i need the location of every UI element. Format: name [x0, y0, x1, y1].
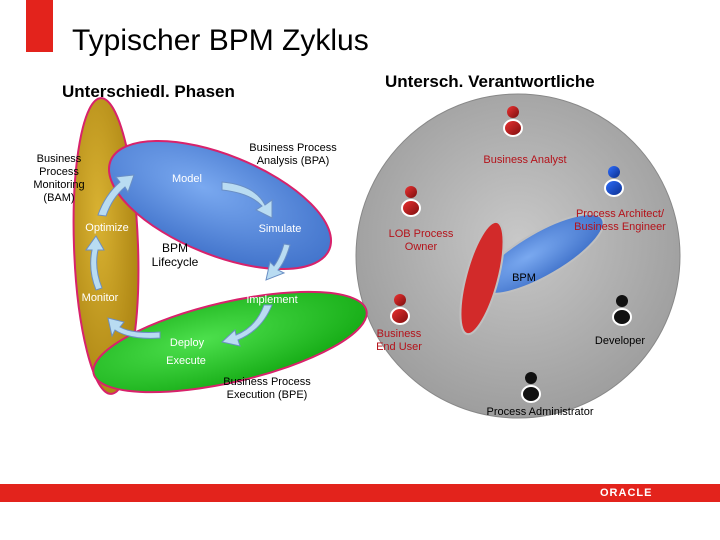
page-title: Typischer BPM Zyklus [72, 24, 369, 57]
arrow-deploy-to-monitor [107, 317, 161, 339]
administrator-person-icon [521, 372, 541, 403]
footer-bar [0, 484, 720, 502]
developer-person-icon [612, 295, 632, 326]
lob-owner-person-icon [401, 186, 421, 217]
label-end-user: Business End User [376, 328, 422, 353]
label-bpe: Business Process Execution (BPE) [223, 376, 311, 401]
label-business-analyst: Business Analyst [483, 154, 567, 166]
label-developer: Developer [594, 335, 646, 347]
subtitle-phases: Unterschiedl. Phasen [62, 82, 235, 101]
arrow-simulate-to-implement [265, 243, 291, 281]
label-execute: Execute [166, 355, 206, 367]
red-accent-square [26, 0, 53, 52]
label-administrator: Process Administrator [486, 406, 594, 418]
lob-role-ellipse [459, 220, 505, 336]
oracle-logo: ORACLE [600, 487, 653, 499]
label-bpm-lifecycle: BPM Lifecycle [151, 241, 199, 269]
label-optimize: Optimize [85, 222, 129, 234]
label-implement: Implement [246, 294, 298, 306]
label-architect: Process Architect/ Business Engineer [574, 208, 666, 233]
arrow-monitor-to-optimize [85, 235, 105, 291]
subtitle-responsibles: Untersch. Verantwortliche [385, 72, 595, 91]
label-monitor: Monitor [81, 292, 119, 304]
arrow-model-to-simulate [221, 181, 273, 219]
label-bpa: Business Process Analysis (BPA) [249, 142, 337, 167]
label-simulate: Simulate [258, 223, 302, 235]
business-analyst-person-icon [503, 106, 523, 137]
label-bam: Business Process Monitoring (BAM) [33, 153, 85, 204]
label-lob-owner: LOB Process Owner [388, 228, 454, 253]
label-deploy: Deploy [169, 337, 205, 349]
end-user-person-icon [390, 294, 410, 325]
bpa-ellipse [108, 139, 332, 271]
architect-person-icon [604, 166, 624, 197]
label-bpm-role: BPM [512, 272, 536, 284]
arrow-implement-to-deploy [220, 304, 273, 347]
label-model: Model [172, 173, 202, 185]
arrow-optimize-to-model [97, 174, 135, 217]
